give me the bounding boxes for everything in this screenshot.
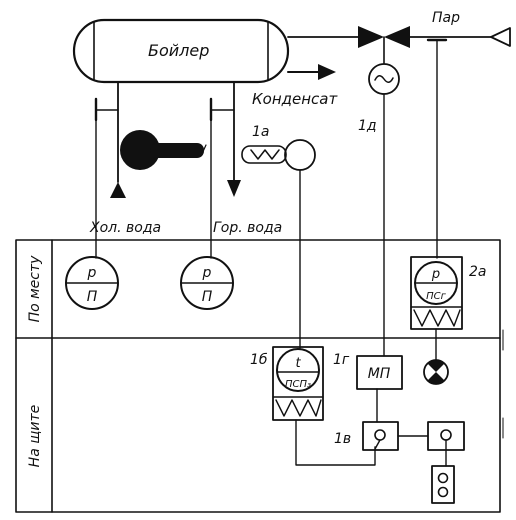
steam-label: Пар [432, 10, 460, 26]
pushbutton-lower-icon [437, 486, 449, 498]
transmitter-1b-zigzag [275, 399, 322, 417]
heating-element-body [150, 143, 204, 158]
boiler-label: Бойлер [148, 41, 209, 60]
heating-element-tick [200, 144, 207, 157]
pushbutton-upper-icon [437, 472, 449, 484]
transmitter-1b-frame [272, 346, 324, 421]
zone-local-label: По месту [27, 255, 43, 323]
switch-2-knob [440, 429, 452, 441]
zones-frame [15, 239, 501, 513]
switch-1v-knob [374, 429, 386, 441]
switch-1v-stem [374, 439, 381, 450]
label-2a: 2а [469, 264, 487, 280]
cold-water-label: Хол. вода [89, 220, 161, 236]
sensor-1a-probe [241, 145, 287, 164]
pushbutton-station [431, 465, 455, 504]
pressure-gauge-hot-bottom: П [202, 289, 213, 305]
switch-1v [362, 421, 399, 451]
transmitter-2a-zigzag [413, 309, 461, 327]
transmitter-2a-bottom: ПСг [426, 291, 447, 302]
transmitter-1b-to-switch-line [295, 419, 376, 466]
steam-valve-left [358, 26, 384, 48]
condensate-arrow [318, 64, 336, 80]
hot-water-label: Гор. вода [213, 220, 282, 236]
signal-lamp-sector-top [427, 359, 445, 372]
condensate-label: Конденсат [252, 90, 338, 108]
mp-block-label: МП [368, 366, 391, 382]
mp-block-1g [356, 355, 403, 390]
cold-water-arrow [110, 182, 126, 198]
steam-valve-right [384, 26, 410, 48]
transmitter-1b-dial [276, 348, 320, 392]
pressure-gauge-cold-top: p [87, 265, 97, 281]
signal-lamp-sector-bottom [427, 372, 445, 385]
sensor-1a-head [284, 139, 316, 171]
label-1g: 1г [333, 352, 350, 368]
pressure-gauge-hot-top: p [202, 265, 212, 281]
actuator-wave-icon [374, 75, 394, 83]
pressure-gauge-cold-bottom: П [87, 289, 98, 305]
transmitter-2a-top: p [431, 267, 440, 282]
transmitter-1b-bottom: ПСП₃ [285, 379, 311, 390]
label-1a: 1а [252, 124, 270, 140]
boiler-vessel [72, 18, 290, 84]
label-1v: 1в [334, 431, 351, 447]
steam-inlet-arrow [490, 27, 511, 47]
label-1b: 1б [250, 352, 268, 368]
label-1d: 1д [358, 118, 377, 134]
transmitter-1b-top: t [295, 356, 301, 371]
sensor-1a-coil [250, 149, 280, 160]
zone-panel-label: На щите [27, 405, 43, 468]
heating-element-head [120, 130, 160, 170]
hot-water-arrow [227, 180, 241, 197]
